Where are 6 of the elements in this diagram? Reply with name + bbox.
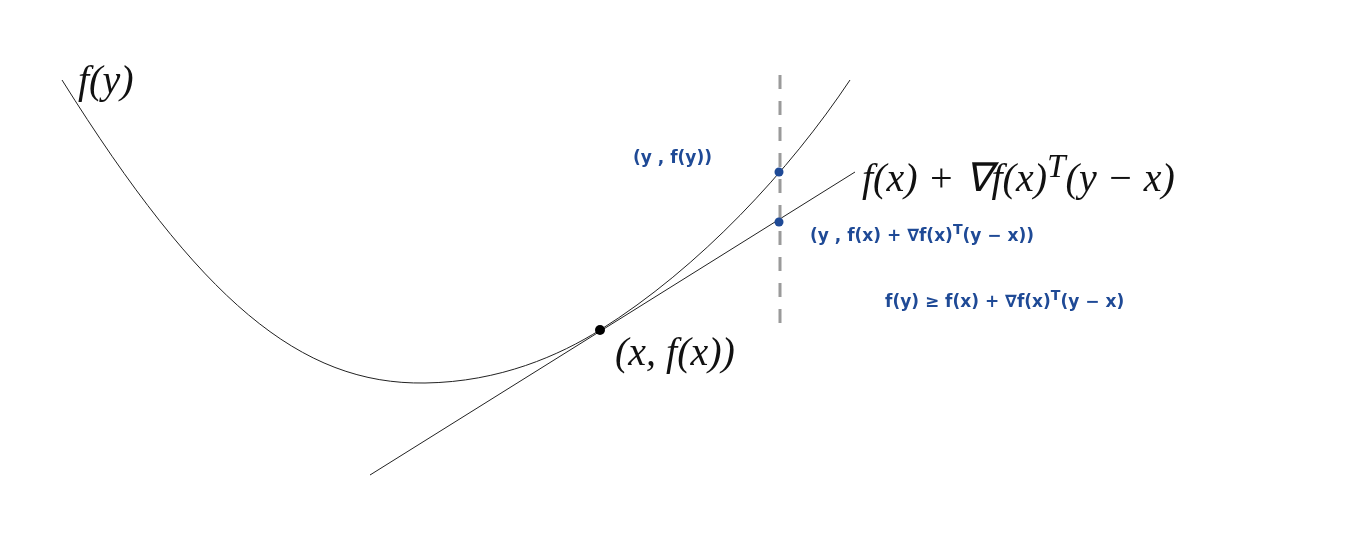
point-label: (y , f(x) + ∇f(x)$^{T}$(y − x)) bbox=[810, 222, 1034, 245]
inequality-note: f(y) ≥ f(x) + ∇f(x)$^{T}$(y − x) bbox=[885, 288, 1125, 311]
tangent-label: f(x) + ∇f(x)$^{T}$(y − x) bbox=[862, 148, 1175, 201]
point-label: (y , f(y)) bbox=[633, 148, 712, 167]
function-label: f(y) bbox=[78, 58, 134, 102]
point-label: (x, f(x)) bbox=[615, 330, 735, 374]
